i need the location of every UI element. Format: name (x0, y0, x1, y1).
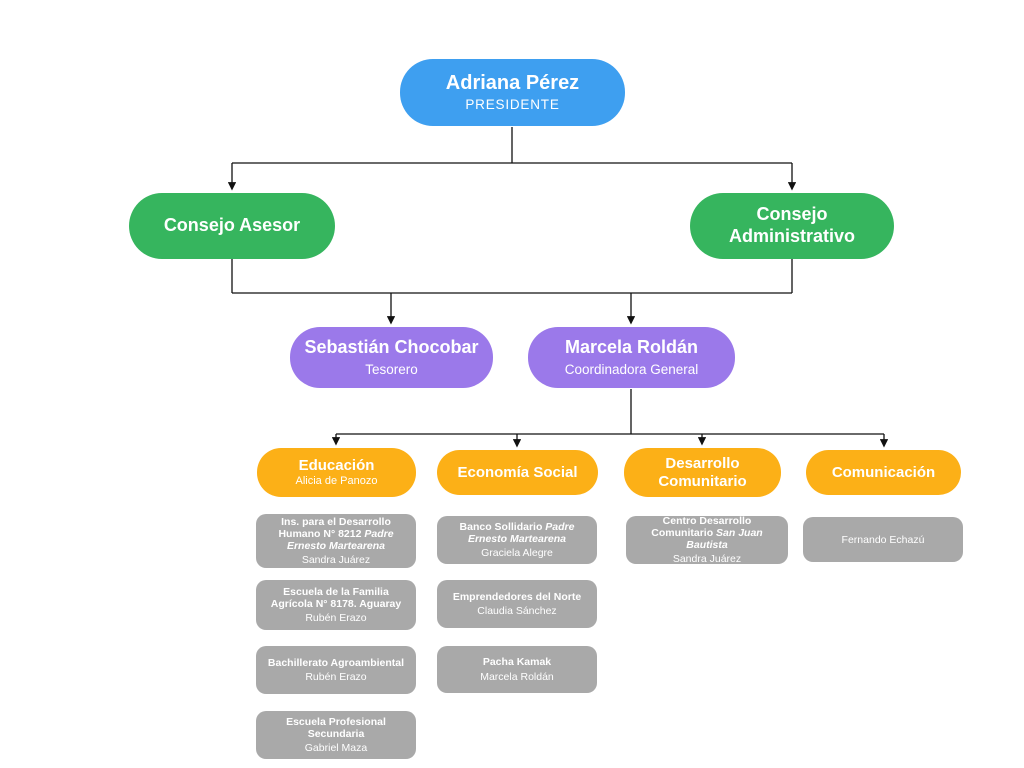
node-unit-escuela-familia-agricola-8178: Escuela de la Familia Agrícola N° 8178. … (256, 580, 416, 630)
unit-person: Claudia Sánchez (477, 605, 557, 617)
node-unit-bachillerato-agroambiental: Bachillerato Agroambiental Rubén Erazo (256, 646, 416, 694)
node-unit-pacha-kamak: Pacha Kamak Marcela Roldán (437, 646, 597, 693)
unit-name: Bachillerato Agroambiental (267, 656, 405, 669)
unit-name: Ins. para el Desarrollo Humano N° 8212 P… (278, 515, 394, 552)
department-name: Comunicación (831, 463, 936, 481)
node-unit-escuela-profesional-secundaria: Escuela Profesional Secundaria Gabriel M… (256, 711, 416, 759)
node-dept-economia-social: Economía Social (437, 450, 598, 495)
node-consejo-asesor: Consejo Asesor (129, 193, 335, 259)
unit-name: Centro Desarrollo Comunitario San Juan B… (651, 514, 763, 551)
department-lead: Alicia de Panozo (295, 475, 378, 488)
council-name: Consejo Asesor (163, 215, 301, 236)
unit-name: Pacha Kamak (482, 656, 552, 669)
node-unit-centro-desarrollo-comunitario: Centro Desarrollo Comunitario San Juan B… (626, 514, 788, 566)
node-coordinadora-general: Marcela Roldán Coordinadora General (528, 327, 735, 388)
unit-person: Gabriel Maza (304, 742, 368, 755)
unit-person: Rubén Erazo (305, 612, 367, 625)
president-role: PRESIDENTE (465, 97, 560, 113)
department-name: Economía Social (457, 463, 578, 481)
unit-person: Sandra Juárez (672, 553, 742, 566)
node-tesorero: Sebastián Chocobar Tesorero (290, 327, 493, 388)
unit-name: Escuela Profesional Secundaria (286, 715, 386, 740)
council-name: Consejo Administrativo (728, 204, 856, 246)
department-name: Desarrollo Comunitario (658, 455, 747, 490)
coordinator-role: Coordinadora General (564, 361, 699, 377)
president-name: Adriana Pérez (445, 72, 580, 95)
node-president: Adriana Pérez PRESIDENTE (400, 59, 625, 126)
unit-person: Marcela Roldán (480, 670, 554, 683)
node-dept-desarrollo-comunitario: Desarrollo Comunitario (624, 448, 781, 497)
connector-group (227, 127, 889, 448)
department-name: Educación (298, 456, 375, 474)
coordinator-name: Sebastián Chocobar (304, 337, 479, 358)
coordinator-role: Tesorero (365, 361, 418, 377)
node-dept-comunicacion: Comunicación (806, 450, 961, 495)
unit-person: Fernando Echazú (841, 534, 925, 547)
unit-name: Emprendedores del Norte (452, 590, 582, 603)
coordinator-name: Marcela Roldán (564, 337, 699, 358)
node-consejo-administrativo: Consejo Administrativo (690, 193, 894, 259)
node-unit-desarrollo-humano-8212: Ins. para el Desarrollo Humano N° 8212 P… (256, 514, 416, 568)
node-dept-educacion: Educación Alicia de Panozo (257, 448, 416, 497)
node-unit-comunicacion-person: Fernando Echazú (803, 517, 963, 562)
unit-person: Rubén Erazo (305, 671, 367, 683)
unit-name: Banco Sollidario Padre Ernesto Martearen… (459, 520, 575, 545)
unit-person: Sandra Juárez (301, 554, 371, 567)
unit-name: Escuela de la Familia Agrícola N° 8178. … (270, 585, 402, 610)
node-unit-banco-solidario: Banco Sollidario Padre Ernesto Martearen… (437, 516, 597, 564)
node-unit-emprendedores-del-norte: Emprendedores del Norte Claudia Sánchez (437, 580, 597, 628)
unit-person: Graciela Alegre (481, 547, 553, 560)
